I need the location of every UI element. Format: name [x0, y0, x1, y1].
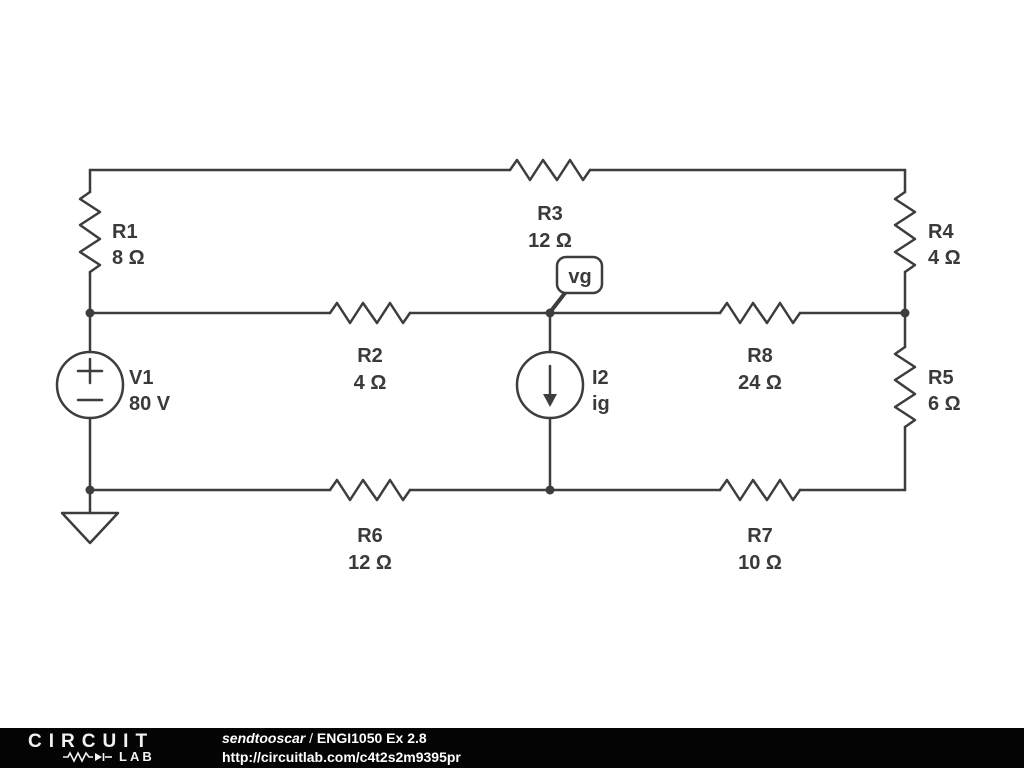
- node-dot: [900, 308, 910, 318]
- wires: [88, 168, 907, 515]
- node-dot: [545, 308, 555, 318]
- resistor-R4: R4 4 Ω: [893, 190, 961, 274]
- attribution-separator: /: [305, 730, 317, 746]
- logo-text-lab: LAB: [119, 749, 155, 764]
- label-R5-value: 6 Ω: [928, 393, 961, 415]
- label-R7-value: 10 Ω: [738, 552, 782, 574]
- label-R8-name: R8: [747, 345, 773, 367]
- footer-bar: CIRCUIT LAB sendtooscar / ENGI1050 Ex 2.…: [0, 728, 1024, 768]
- label-R5-name: R5: [928, 367, 954, 389]
- node-dot: [85, 308, 95, 318]
- current-source-I2: I2 ig: [515, 350, 610, 420]
- resistor-R6: R6 12 Ω: [328, 478, 412, 574]
- attribution-line: sendtooscar / ENGI1050 Ex 2.8: [222, 729, 461, 748]
- resistor-R1: R1 8 Ω: [78, 190, 145, 274]
- label-R1-value: 8 Ω: [112, 247, 145, 269]
- label-R2-value: 4 Ω: [354, 372, 387, 394]
- logo-text-circuit: CIRCUIT: [28, 730, 155, 752]
- label-R4-value: 4 Ω: [928, 247, 961, 269]
- probe-label: vg: [568, 266, 591, 288]
- label-V1-name: V1: [129, 367, 153, 389]
- junction-nodes: [85, 308, 910, 495]
- share-url: http://circuitlab.com/c4t2s2m9395pr: [222, 749, 461, 765]
- label-V1-value: 80 V: [129, 393, 171, 415]
- voltage-source-V1: V1 80 V: [55, 350, 171, 420]
- circuit-schematic: R1 8 Ω R3 12 Ω R4 4 Ω R2 4 Ω R8 24 Ω R5 …: [55, 158, 961, 574]
- resistor-R3: R3 12 Ω: [508, 158, 592, 252]
- attribution-title: ENGI1050 Ex 2.8: [316, 730, 427, 746]
- ground-symbol: [60, 511, 120, 545]
- label-R4-name: R4: [928, 221, 954, 243]
- resistor-R2: R2 4 Ω: [328, 301, 412, 394]
- resistor-icon: [63, 750, 112, 763]
- attribution-block: sendtooscar / ENGI1050 Ex 2.8 http://cir…: [222, 729, 461, 767]
- label-R1-name: R1: [112, 221, 138, 243]
- label-R6-name: R6: [357, 525, 383, 547]
- label-R8-value: 24 Ω: [738, 372, 782, 394]
- label-R3-name: R3: [537, 203, 563, 225]
- resistor-R8: R8 24 Ω: [718, 301, 802, 394]
- resistor-R5: R5 6 Ω: [893, 345, 961, 429]
- label-I2-name: I2: [592, 367, 609, 389]
- probe-flag-vg: vg: [549, 255, 604, 313]
- label-R6-value: 12 Ω: [348, 552, 392, 574]
- label-R7-name: R7: [747, 525, 773, 547]
- attribution-user: sendtooscar: [222, 730, 306, 746]
- label-I2-value: ig: [592, 393, 610, 415]
- label-R3-value: 12 Ω: [528, 230, 572, 252]
- resistor-R7: R7 10 Ω: [718, 478, 802, 574]
- label-R2-name: R2: [357, 345, 383, 367]
- node-dot: [85, 485, 95, 495]
- circuitlab-logo: CIRCUIT LAB: [28, 730, 186, 764]
- node-dot: [545, 485, 555, 495]
